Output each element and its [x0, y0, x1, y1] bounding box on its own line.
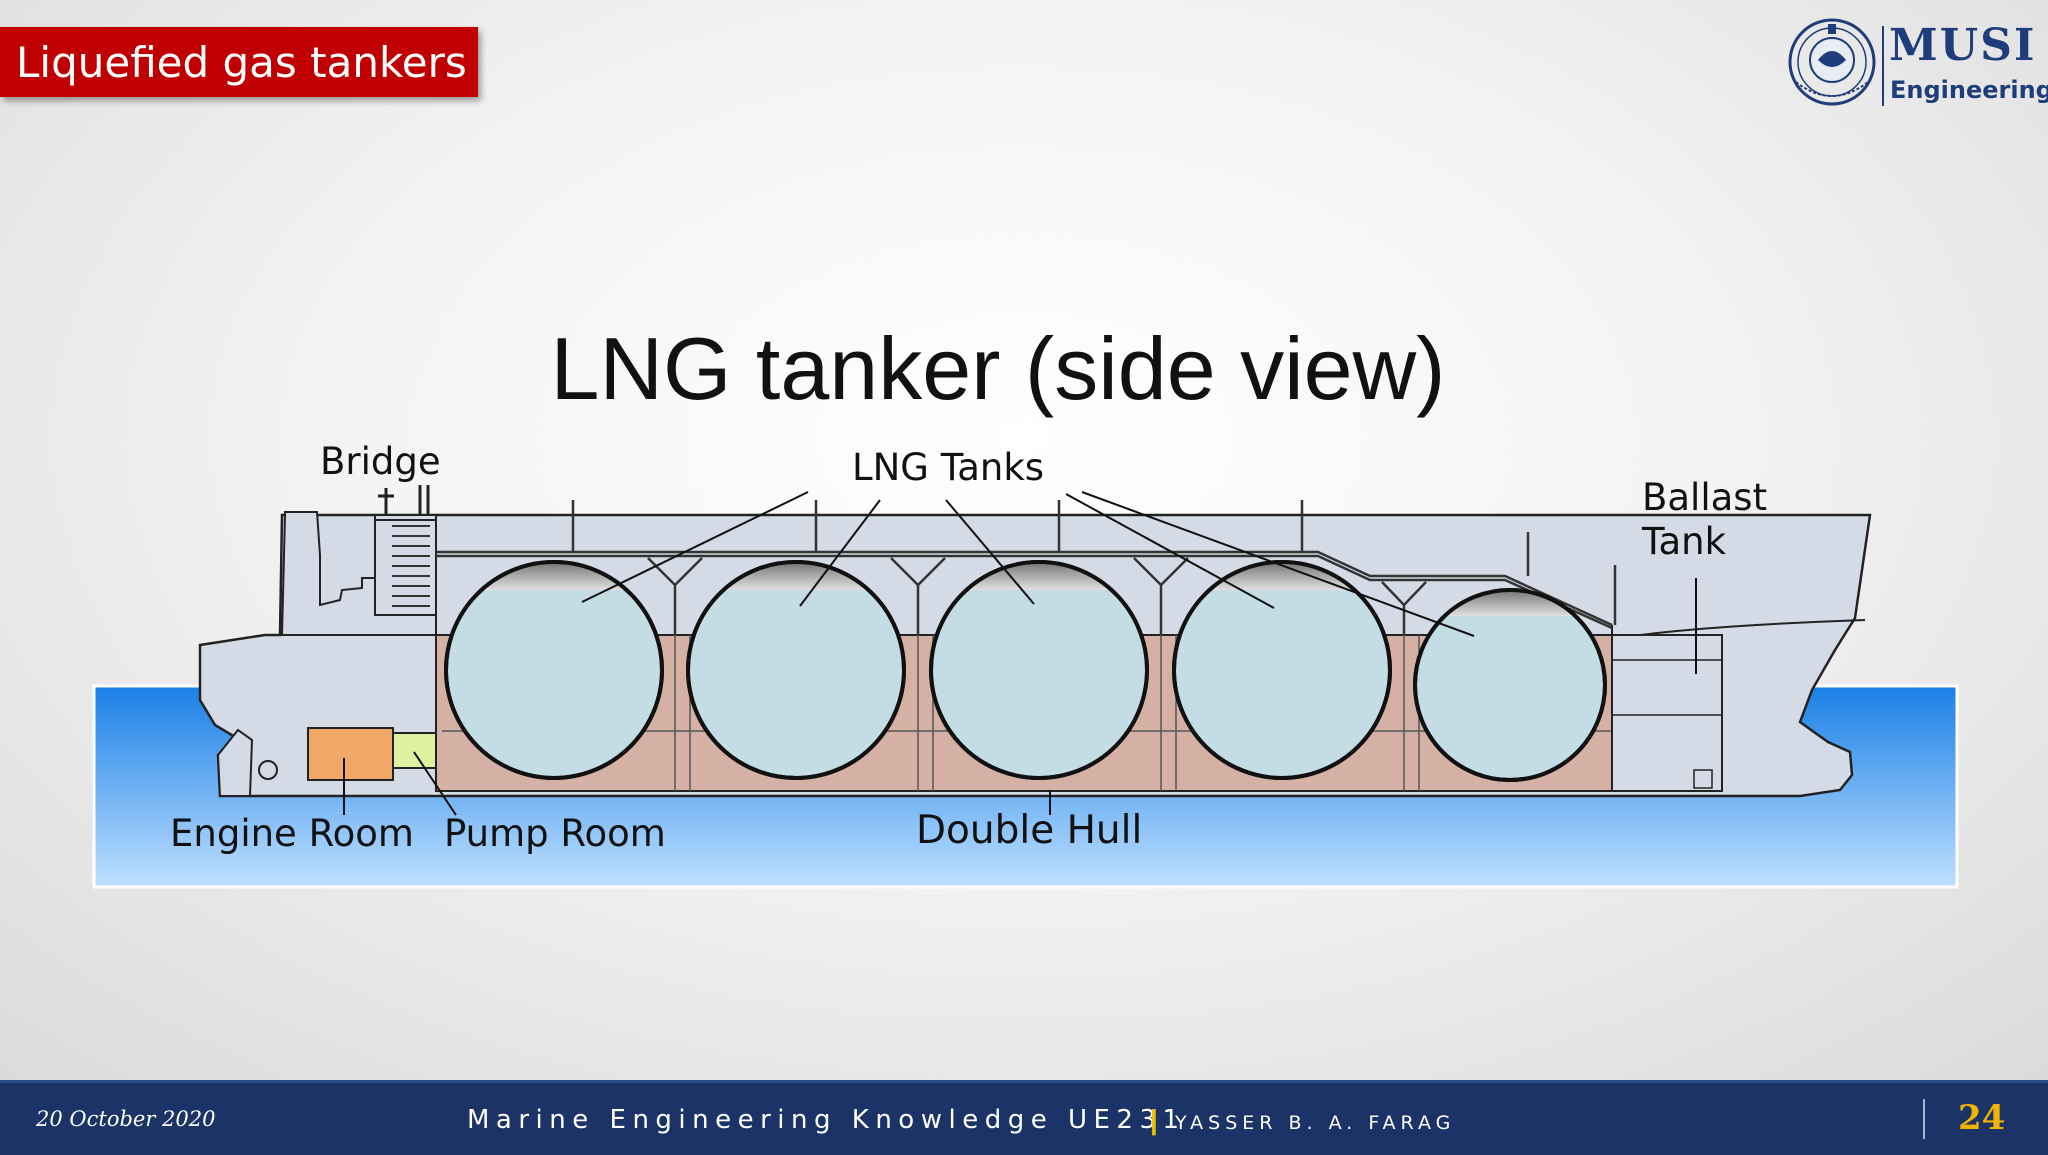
musi-logo: MUSI Engineering — [1782, 12, 2048, 114]
lng-tank-2 — [686, 560, 906, 780]
footer-bar: 20 October 2020 Marine Engineering Knowl… — [0, 1080, 2048, 1155]
label-double-hull: Double Hull — [916, 808, 1143, 853]
footer-date: 20 October 2020 — [36, 1107, 216, 1131]
diagram-title: LNG tanker (side view) — [0, 318, 2048, 420]
section-title-banner: Liquefied gas tankers — [0, 27, 478, 97]
university-seal-icon — [1788, 18, 1876, 106]
diagram-title-text: LNG tanker (side view) — [550, 319, 1446, 418]
section-title: Liquefied gas tankers — [16, 37, 467, 87]
label-pump-room: Pump Room — [444, 812, 666, 855]
footer-separator: | — [1150, 1104, 1158, 1135]
ballast-tank-section — [1611, 634, 1723, 792]
page-number: 24 — [1958, 1098, 2006, 1138]
footer-course: Marine Engineering Knowledge UE231 — [467, 1105, 1186, 1135]
pump-room-block — [392, 732, 437, 769]
label-ballast-line1: Ballast — [1642, 476, 1768, 519]
label-bridge: Bridge — [320, 440, 441, 483]
engine-room-block — [307, 727, 394, 781]
footer-author: YASSER B. A. FARAG — [1175, 1112, 1456, 1134]
label-ballast-line2: Tank — [1642, 520, 1727, 563]
propeller-icon — [258, 760, 278, 780]
logo-name: MUSI — [1889, 20, 2037, 71]
logo-divider — [1882, 26, 1884, 106]
label-lng-tanks: LNG Tanks — [852, 446, 1045, 489]
footer-divider — [1923, 1099, 1925, 1139]
label-engine-room: Engine Room — [170, 812, 414, 855]
logo-subtitle: Engineering — [1890, 76, 2048, 104]
